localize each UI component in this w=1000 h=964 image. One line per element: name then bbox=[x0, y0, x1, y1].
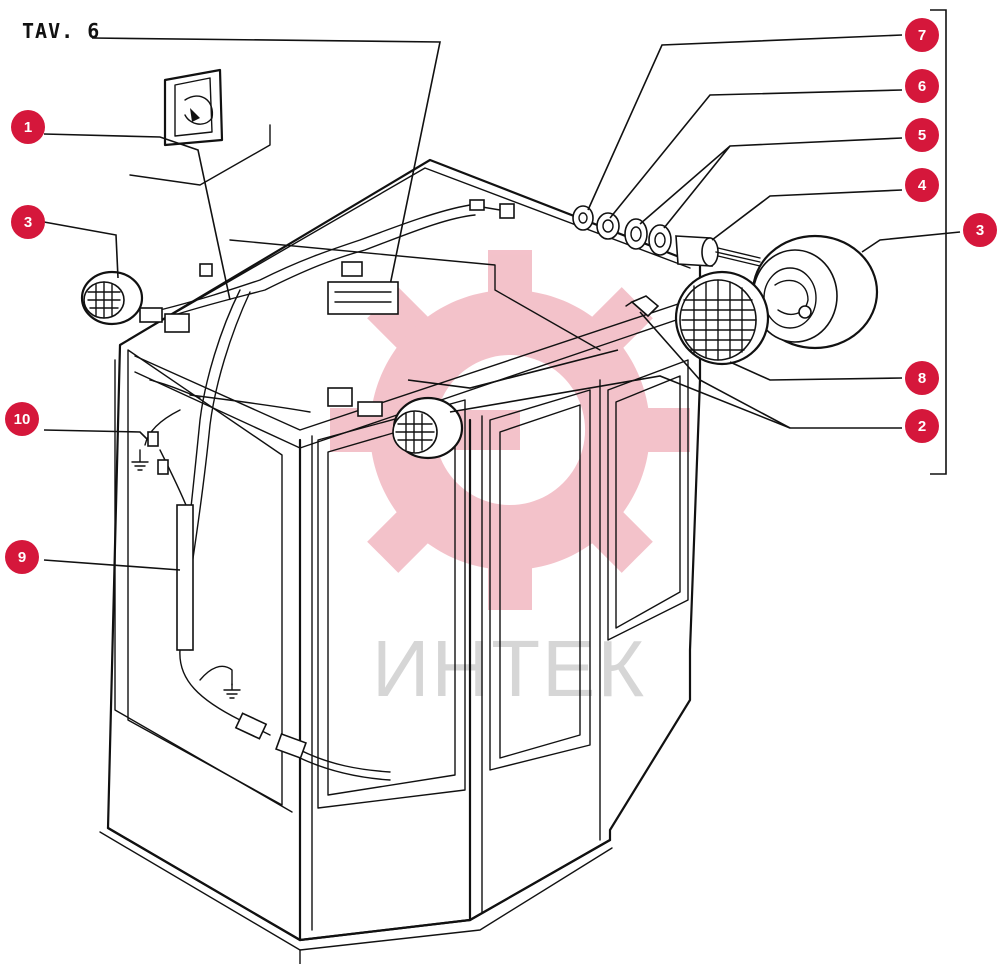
callout-9: 9 bbox=[5, 540, 39, 574]
callout-4: 4 bbox=[905, 168, 939, 202]
watermark: ИНТЕК bbox=[330, 250, 690, 713]
callout-10: 10 bbox=[5, 402, 39, 436]
page-title: TAV. 6 bbox=[22, 19, 100, 43]
wiring-harness bbox=[131, 199, 515, 781]
svg-text:5: 5 bbox=[918, 127, 926, 144]
title-leader-line bbox=[91, 37, 441, 296]
svg-text:1: 1 bbox=[24, 119, 32, 136]
callout-6: 6 bbox=[905, 69, 939, 103]
cab-body bbox=[99, 124, 702, 964]
connector-plug bbox=[147, 431, 159, 447]
watermark-text: ИНТЕК bbox=[372, 624, 646, 713]
svg-text:3: 3 bbox=[24, 214, 32, 231]
svg-text:2: 2 bbox=[918, 418, 926, 435]
connector-plug bbox=[341, 261, 363, 277]
callout-1: 1 bbox=[11, 110, 45, 144]
connector-plug bbox=[275, 733, 307, 759]
front-work-lamp bbox=[327, 387, 464, 460]
connector-plug bbox=[499, 203, 515, 219]
callout-7: 7 bbox=[905, 18, 939, 52]
harness-sleeve bbox=[176, 504, 194, 651]
part-switch-bracket bbox=[163, 68, 224, 147]
svg-text:3: 3 bbox=[976, 222, 984, 239]
ground-icon bbox=[131, 449, 149, 471]
connector-plug bbox=[157, 459, 169, 475]
left-work-lamp bbox=[80, 270, 190, 333]
svg-text:10: 10 bbox=[14, 411, 31, 428]
callout-2: 2 bbox=[905, 409, 939, 443]
svg-text:6: 6 bbox=[918, 78, 926, 95]
svg-text:4: 4 bbox=[918, 177, 927, 194]
callout-5: 5 bbox=[905, 118, 939, 152]
svg-text:8: 8 bbox=[918, 370, 926, 387]
connector-plug bbox=[234, 712, 268, 740]
svg-text:7: 7 bbox=[918, 27, 926, 44]
ground-icon bbox=[223, 683, 241, 699]
svg-text:9: 9 bbox=[18, 549, 26, 566]
leader-lines bbox=[43, 9, 961, 571]
exploded-lamp-assembly bbox=[572, 205, 879, 366]
callout-8: 8 bbox=[905, 361, 939, 395]
connector-plug bbox=[199, 263, 213, 277]
fuse-relay-box bbox=[327, 281, 399, 315]
callout-3-left: 3 bbox=[11, 205, 45, 239]
connector-plug bbox=[469, 199, 485, 211]
callout-3-right: 3 bbox=[963, 213, 997, 247]
